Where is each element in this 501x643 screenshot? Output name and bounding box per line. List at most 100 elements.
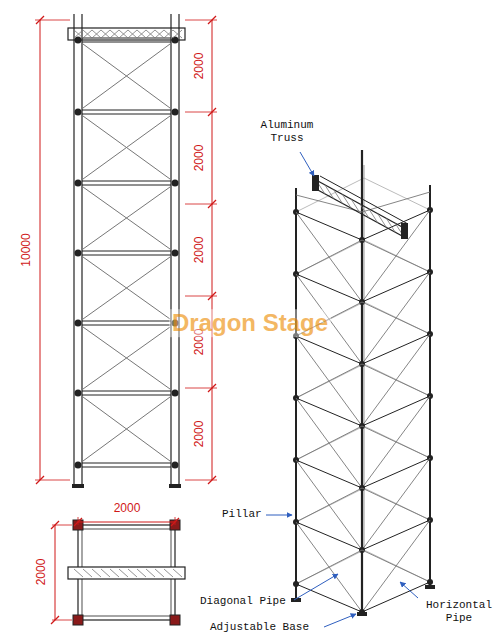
horizontal-pipe xyxy=(82,185,171,186)
aluminum-truss xyxy=(312,175,408,239)
part-label: Aluminum Truss xyxy=(252,119,322,144)
truss-lacing xyxy=(92,30,101,38)
pillar-section xyxy=(170,615,180,625)
truss-chord xyxy=(316,180,404,228)
truss-lacing xyxy=(137,30,146,38)
diagonal-pipe xyxy=(296,336,362,426)
truss-lacing xyxy=(83,30,92,38)
dimension-value: 2000 xyxy=(193,421,207,448)
horizontal-pipe xyxy=(296,426,364,460)
horizontal-pipe xyxy=(82,255,171,256)
truss-lacing xyxy=(119,569,128,577)
truss-chord xyxy=(316,189,404,237)
dimension-line xyxy=(212,20,213,480)
truss-lacing xyxy=(173,30,182,38)
horizontal-pipe xyxy=(362,520,430,550)
horizontal-pipe xyxy=(296,195,362,212)
diagonal-pipe xyxy=(83,116,170,179)
horizontal-pipe xyxy=(82,181,171,182)
truss-lacing xyxy=(386,218,395,232)
diagonal-pipe xyxy=(296,460,362,550)
joint xyxy=(172,462,179,469)
leader-line xyxy=(266,515,292,516)
diagonal-pipe xyxy=(83,327,170,389)
diagonal-pipe xyxy=(362,272,430,364)
truss-lacing xyxy=(128,569,137,577)
truss-lacing xyxy=(360,204,369,218)
truss-lacing xyxy=(155,30,164,38)
dimension-line xyxy=(40,20,41,480)
pillar xyxy=(170,14,171,486)
joint xyxy=(75,462,82,469)
truss-lacing xyxy=(173,30,182,38)
dimension-value: 2000 xyxy=(193,53,207,80)
truss-lacing xyxy=(128,30,137,38)
pillar xyxy=(295,188,297,598)
joint xyxy=(293,581,299,587)
horizontal-pipe xyxy=(296,584,362,612)
diagonal-pipe xyxy=(362,210,430,302)
diagonal-pipe xyxy=(83,327,170,389)
horizontal-pipe xyxy=(362,272,430,302)
horizontal-pipe xyxy=(82,42,171,43)
diagonal-pipe xyxy=(83,397,170,461)
joint xyxy=(172,250,179,257)
truss-chord xyxy=(320,176,408,224)
plan-view xyxy=(51,517,185,625)
dimension-tick xyxy=(171,518,179,526)
truss-lacing xyxy=(110,30,119,38)
dimension-value: 2000 xyxy=(35,559,49,586)
dimension-value: 2000 xyxy=(193,145,207,172)
pillar xyxy=(178,14,179,486)
leader-line xyxy=(400,582,418,598)
dimension-tick xyxy=(208,108,216,116)
horizontal-pipe xyxy=(362,334,430,364)
diagonal-pipe xyxy=(296,398,362,488)
diagonal-pipe xyxy=(296,488,362,522)
dimension-value: 2000 xyxy=(193,237,207,264)
joint xyxy=(172,109,179,116)
pillar xyxy=(364,165,365,552)
diagonal-pipe xyxy=(83,116,170,179)
joint xyxy=(427,579,433,585)
truss-lacing xyxy=(342,194,351,208)
horizontal-pipe xyxy=(82,463,171,464)
truss-lacing xyxy=(92,569,101,577)
diagonal-pipe xyxy=(362,396,430,488)
dimension-value: 10000 xyxy=(20,233,34,266)
horizontal-pipe xyxy=(82,321,171,322)
part-label: Diagonal Pipe xyxy=(200,595,286,608)
truss-lacing xyxy=(101,569,110,577)
truss-lacing xyxy=(378,214,387,228)
diagonal-pipe xyxy=(83,44,170,108)
horizontal-pipe xyxy=(82,467,171,468)
diagonal-pipe xyxy=(83,257,170,319)
horizontal-pipe xyxy=(296,488,364,522)
truss-lacing xyxy=(325,185,334,199)
truss-end-plate xyxy=(312,175,319,191)
truss-lacing xyxy=(101,30,110,38)
pillar xyxy=(429,185,431,585)
watermark: Dragon Stage xyxy=(169,309,331,337)
pillar xyxy=(73,14,74,486)
truss-lacing xyxy=(83,30,92,38)
truss-lacing xyxy=(137,569,146,577)
adjustable-base xyxy=(72,484,84,488)
horizontal-pipe xyxy=(82,110,171,111)
truss-lacing xyxy=(164,30,173,38)
joint xyxy=(75,180,82,187)
elevation-view xyxy=(35,14,217,488)
dimension-line xyxy=(78,522,175,523)
dimension-tick xyxy=(208,476,216,484)
joint xyxy=(75,390,82,397)
dimension-tick xyxy=(74,518,82,526)
dimension-tick xyxy=(208,384,216,392)
diagonal-pipe xyxy=(83,187,170,249)
truss-lacing xyxy=(369,209,378,223)
dimension-tick xyxy=(51,616,59,624)
truss-lacing xyxy=(155,569,164,577)
joint xyxy=(75,250,82,257)
joint xyxy=(75,109,82,116)
diagonal-pipe xyxy=(83,187,170,249)
horizontal-pipe xyxy=(82,395,171,396)
